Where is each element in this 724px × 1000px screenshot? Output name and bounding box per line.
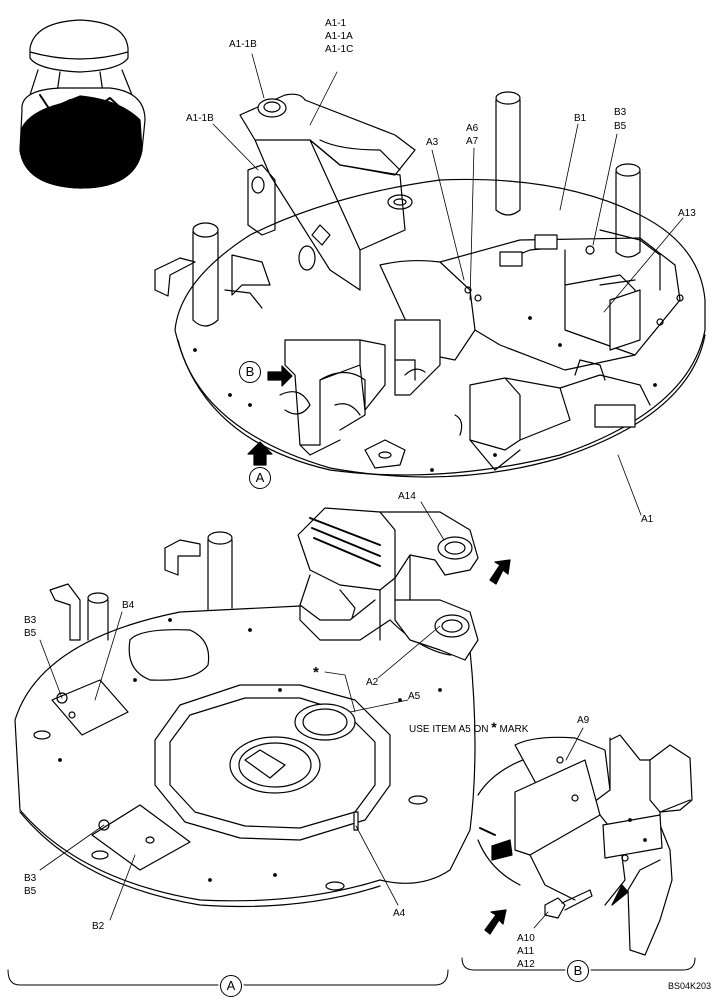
forward-arrow-b (484, 909, 507, 935)
label-b3-top: B3 (614, 107, 627, 118)
label-b3-left: B3 (24, 615, 37, 626)
forward-arrow-a (489, 559, 511, 585)
view-a-arrow (247, 441, 273, 466)
label-a1: A1 (641, 514, 654, 525)
usage-note: USE ITEM A5 ON * MARK (409, 719, 529, 735)
label-a11: A11 (517, 946, 535, 957)
label-a3: A3 (426, 137, 439, 148)
usage-note-prefix: USE ITEM A5 ON (409, 724, 489, 735)
label-b5-left: B5 (24, 628, 37, 639)
label-a2: A2 (366, 677, 379, 688)
view-b-detail (477, 734, 693, 956)
usage-note-suffix: MARK (499, 724, 529, 735)
view-b-leader-lines (533, 727, 584, 929)
machine-thumbnail (19, 19, 146, 189)
upper-frame-assembly (154, 91, 706, 478)
label-a9: A9 (577, 715, 590, 726)
label-a5: A5 (408, 691, 421, 702)
figure-code: BS04K203 (668, 981, 712, 991)
label-b5-top: B5 (614, 121, 627, 132)
label-a14: A14 (398, 491, 416, 502)
label-a1-1c: A1-1C (325, 44, 354, 55)
label-b3-bottom: B3 (24, 873, 37, 884)
label-b4: B4 (122, 600, 135, 611)
view-a-leader-lines (39, 501, 445, 921)
label-a1-1b-left: A1-1B (186, 113, 214, 124)
top-leader-lines (212, 53, 684, 516)
section-a-bracket (7, 969, 449, 986)
label-a1-1: A1-1 (325, 18, 347, 29)
lower-frame-view-a (14, 507, 479, 908)
usage-note-star: * (491, 719, 497, 735)
label-a4: A4 (393, 908, 406, 919)
label-a13: A13 (678, 208, 696, 219)
callout-section-a: A (220, 975, 242, 997)
label-a1-1b-top: A1-1B (229, 39, 257, 50)
view-b-arrow (267, 365, 293, 387)
label-b2: B2 (92, 921, 105, 932)
star-marker: * (313, 664, 319, 681)
section-b-bracket (461, 957, 696, 971)
callout-section-b: B (567, 960, 589, 982)
callout-view-b: B (239, 361, 261, 383)
label-b1: B1 (574, 113, 587, 124)
label-a6: A6 (466, 123, 479, 134)
label-a1-1a: A1-1A (325, 31, 353, 42)
label-a12: A12 (517, 959, 535, 970)
label-a7: A7 (466, 136, 479, 147)
callout-view-a: A (249, 467, 271, 489)
label-a10: A10 (517, 933, 535, 944)
label-b5-bottom: B5 (24, 886, 37, 897)
